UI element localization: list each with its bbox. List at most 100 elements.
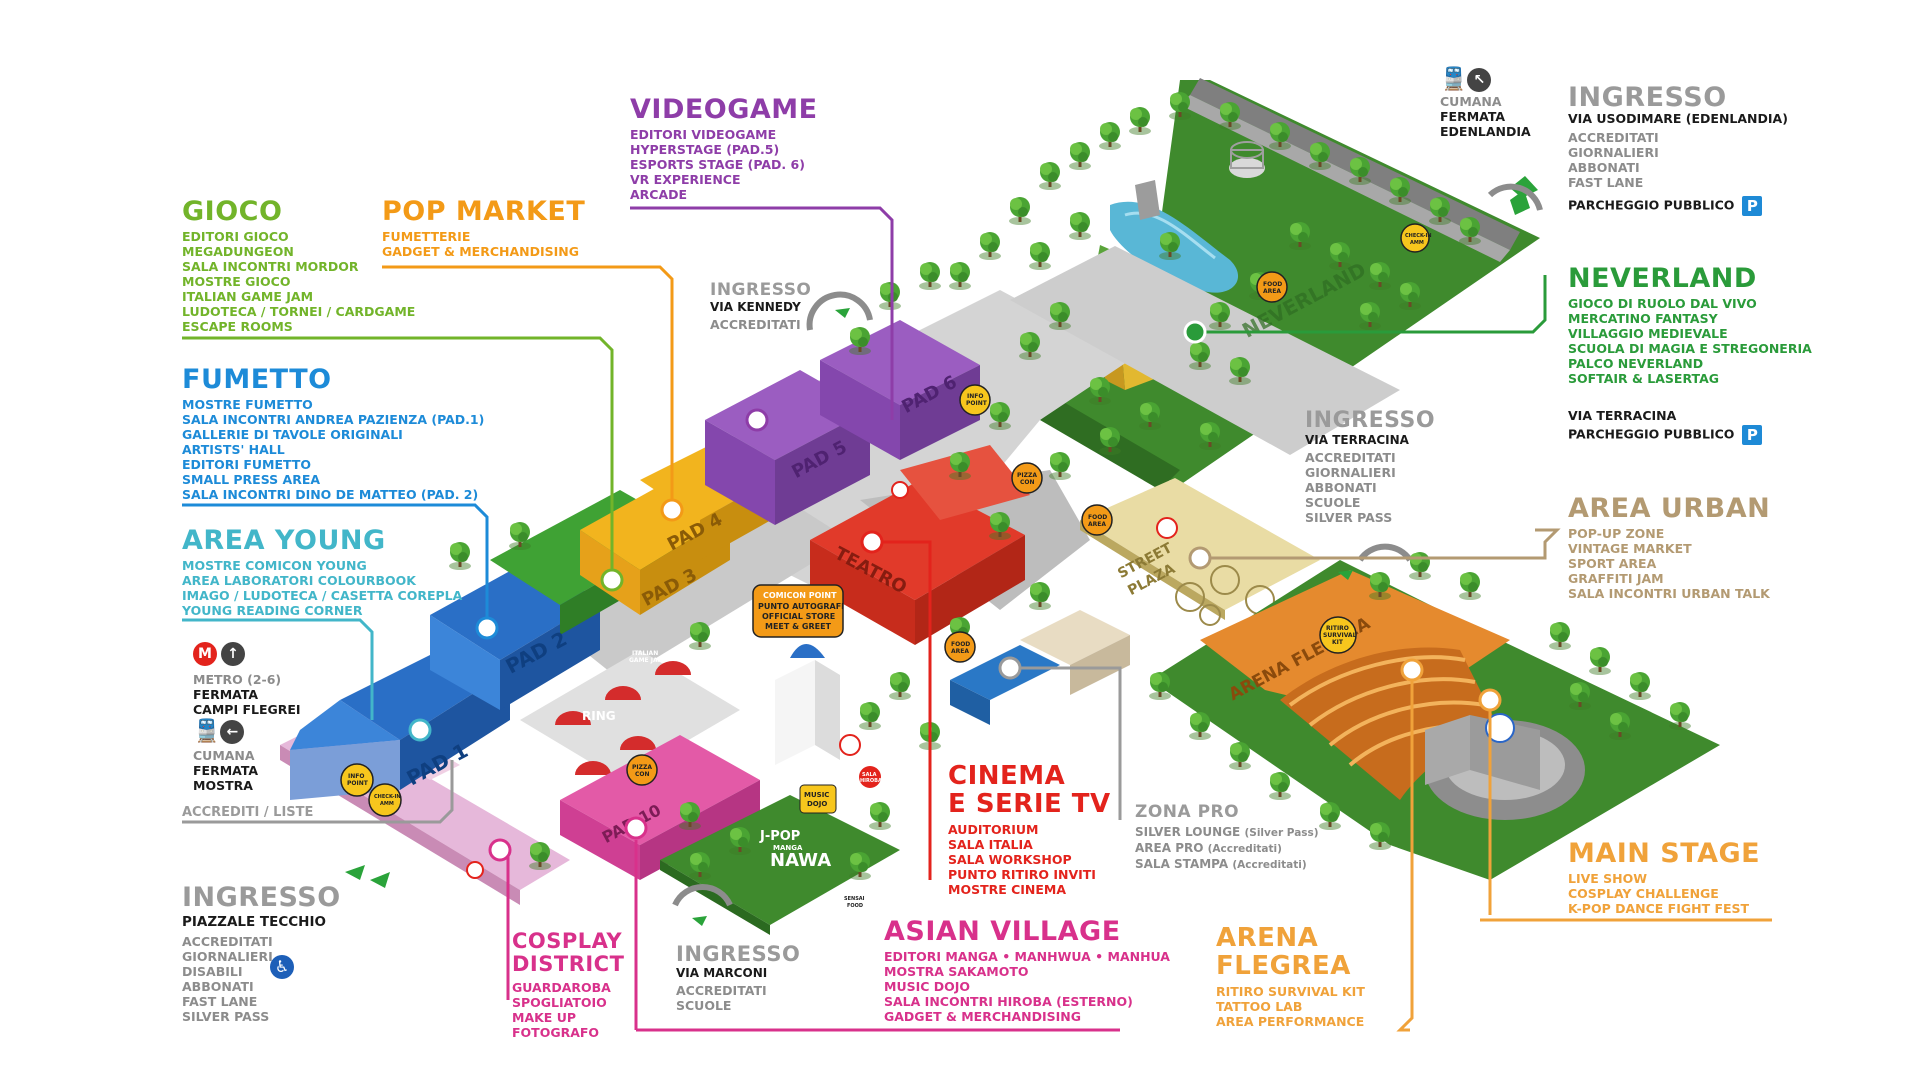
- ingresso-usodimare-item: FAST LANE: [1568, 174, 1644, 190]
- info-point-label-2: POINT: [347, 780, 369, 787]
- cosplay-block: COSPLAY DISTRICT GUARDAROBA SPOGLIATOIO …: [512, 929, 625, 1041]
- train-icon: 🚆: [1440, 67, 1468, 92]
- ingresso-terracina-item: ACCREDITATI: [1305, 450, 1396, 465]
- fumetto-item: ARTISTS' HALL: [182, 442, 285, 457]
- jpop-label: J-POP: [759, 829, 800, 844]
- ingresso-terracina-item: SILVER PASS: [1305, 510, 1393, 525]
- polizia-label-1: POLIZIA: [496, 746, 518, 752]
- ring-label: RING: [582, 709, 616, 723]
- arrow-up-icon: ↑: [221, 642, 245, 666]
- pop-market-block: POP MARKET FUMETTERIE GADGET & MERCHANDI…: [382, 198, 585, 259]
- area-urban-item: POP-UP ZONE: [1568, 526, 1665, 541]
- comicon-point-label-3: OFFICIAL STORE: [762, 612, 835, 621]
- nawa-label: NAWA: [770, 850, 831, 871]
- music-dojo-label-1: MUSIC: [804, 791, 829, 799]
- main-stage-block: MAIN STAGE LIVE SHOW COSPLAY CHALLENGE K…: [1568, 840, 1760, 916]
- arrow-up-left-icon: ↖: [1467, 68, 1492, 92]
- sala-hiroba-label-2: HIROBA: [860, 778, 882, 784]
- gioco-item: MOSTRE GIOCO: [182, 274, 291, 289]
- ingresso-usodimare-subtitle: VIA USODIMARE (EDENLANDIA): [1568, 111, 1788, 126]
- italian-game-jam-label-1: ITALIAN: [632, 650, 658, 657]
- checkin-label-1: CHECK-IN: [374, 794, 401, 800]
- main-stage-item: LIVE SHOW: [1568, 871, 1648, 886]
- cumana-mostra-stop-2: MOSTRA: [193, 778, 253, 793]
- leader-lines: [182, 206, 1772, 1032]
- area-young-item: IMAGO / LUDOTECA / CASETTA COREPLA: [182, 588, 463, 603]
- info-point-label-1: INFO: [348, 773, 364, 780]
- videogame-title: VIDEOGAME: [630, 94, 818, 125]
- ingresso-usodimare-block: INGRESSO VIA USODIMARE (EDENLANDIA) ACCR…: [1568, 84, 1788, 216]
- accrediti-liste-label: ACCREDITI / LISTE: [182, 805, 314, 820]
- cumana-eden-line: CUMANA: [1440, 94, 1502, 109]
- area-urban-item: SPORT AREA: [1568, 556, 1657, 571]
- ingresso-marconi-subtitle: VIA MARCONI: [676, 966, 768, 980]
- arrow-left-icon: ←: [220, 720, 245, 744]
- area-young-item: YOUNG READING CORNER: [182, 603, 363, 618]
- arena-flegrea-item: RITIRO SURVIVAL KIT: [1216, 984, 1365, 999]
- pop-market-item: GADGET & MERCHANDISING: [382, 244, 580, 259]
- fumetto-title: FUMETTO: [182, 364, 332, 395]
- asian-village-item: EDITORI MANGA • MANHWUA • MANHUA: [884, 949, 1170, 964]
- fumetto-block: FUMETTO MOSTRE FUMETTO SALA INCONTRI AND…: [182, 366, 484, 502]
- ingresso-usodimare-item: GIORNALIERI: [1568, 144, 1659, 160]
- food-area-2-label-2: AREA: [1263, 288, 1281, 295]
- fumetto-item: EDITORI FUMETTO: [182, 457, 311, 472]
- cosplay-title-1: COSPLAY: [512, 929, 623, 953]
- ingresso-usodimare-item: ACCREDITATI: [1568, 129, 1659, 145]
- cumana-mostra-icons: 🚆←: [193, 720, 258, 744]
- cinema-title-2: E SERIE TV: [948, 789, 1111, 819]
- main-stage-list: LIVE SHOW COSPLAY CHALLENGE K-POP DANCE …: [1568, 871, 1760, 916]
- food-area-3-label-2: AREA: [951, 648, 969, 655]
- food-area-1-label-1: FOOD: [1088, 514, 1107, 521]
- gioco-item: MEGADUNGEON: [182, 244, 294, 259]
- neverland-item: SOFTAIR & LASERTAG: [1568, 371, 1720, 386]
- cumana-mostra-list: CUMANA FERMATA MOSTRA: [193, 748, 258, 793]
- pop-market-item: FUMETTERIE: [382, 229, 471, 244]
- ingresso-tecchio-title: INGRESSO: [182, 882, 341, 913]
- ingresso-terracina-block: INGRESSO VIA TERRACINA ACCREDITATI GIORN…: [1305, 408, 1436, 526]
- asian-village-item: MUSIC DOJO: [884, 979, 971, 994]
- checkin-2-label-1: CHECK-IN: [1405, 233, 1432, 239]
- metro-stop-1: FERMATA: [193, 687, 259, 702]
- videogame-item: VR EXPERIENCE: [630, 172, 741, 187]
- cosplay-item: MAKE UP: [512, 1010, 577, 1025]
- gioco-title: GIOCO: [182, 196, 283, 227]
- polizia-label-2: DI STATO: [494, 752, 520, 758]
- cosplay-list: GUARDAROBA SPOGLIATOIO MAKE UP FOTOGRAFO: [512, 980, 624, 1040]
- usodimare-parking-label: PARCHEGGIO PUBBLICO: [1568, 197, 1735, 212]
- ingresso-terracina-list: ACCREDITATI GIORNALIERI ABBONATI SCUOLE …: [1305, 450, 1435, 525]
- sushi-label-2: FOOD: [847, 903, 863, 909]
- neverland-item: MERCATINO FANTASY: [1568, 311, 1718, 326]
- gioco-item: SALA INCONTRI MORDOR: [182, 259, 359, 274]
- metro-icons: M↑: [193, 642, 301, 666]
- main-stage-item: K-POP DANCE FIGHT FEST: [1568, 901, 1750, 916]
- fumetto-item: SMALL PRESS AREA: [182, 472, 321, 487]
- pizza-con-2-label-1: PIZZA: [632, 764, 652, 771]
- zona-pro-item: SILVER LOUNGE (Silver Pass): [1135, 825, 1319, 841]
- asian-village-item: MOSTRA SAKAMOTO: [884, 964, 1029, 979]
- asian-village-block: ASIAN VILLAGE EDITORI MANGA • MANHWUA • …: [884, 918, 1170, 1024]
- fumetto-item: MOSTRE FUMETTO: [182, 397, 313, 412]
- ingresso-tecchio-item: SILVER PASS: [182, 1008, 270, 1024]
- zona-pro-item: AREA PRO (Accreditati): [1135, 841, 1319, 857]
- rai-label: Rai: [520, 747, 539, 758]
- fumetto-item: SALA INCONTRI DINO DE MATTEO (PAD. 2): [182, 487, 479, 502]
- cosplay-title-2: DISTRICT: [512, 952, 625, 976]
- cinema-block: CINEMA E SERIE TV AUDITORIUM SALA ITALIA…: [948, 762, 1111, 897]
- ingresso-tecchio-list: ACCREDITATI GIORNALIERI DISABILI ABBONAT…: [182, 934, 341, 1024]
- ingresso-kennedy-block: INGRESSO VIA KENNEDY ACCREDITATI: [710, 282, 811, 333]
- ingresso-marconi-item: SCUOLE: [676, 998, 732, 1013]
- gioco-item: ESCAPE ROOMS: [182, 319, 293, 334]
- cinema-item: SALA ITALIA: [948, 837, 1033, 852]
- parking-icon: P: [1742, 424, 1763, 445]
- cinema-item: MOSTRE CINEMA: [948, 882, 1067, 897]
- pop-market-title: POP MARKET: [382, 196, 586, 227]
- entrance-arrows: [345, 183, 1543, 926]
- area-urban-item: SALA INCONTRI URBAN TALK: [1568, 586, 1770, 601]
- ingresso-terracina-title: INGRESSO: [1305, 408, 1436, 433]
- videogame-item: HYPERSTAGE (PAD.5): [630, 142, 780, 157]
